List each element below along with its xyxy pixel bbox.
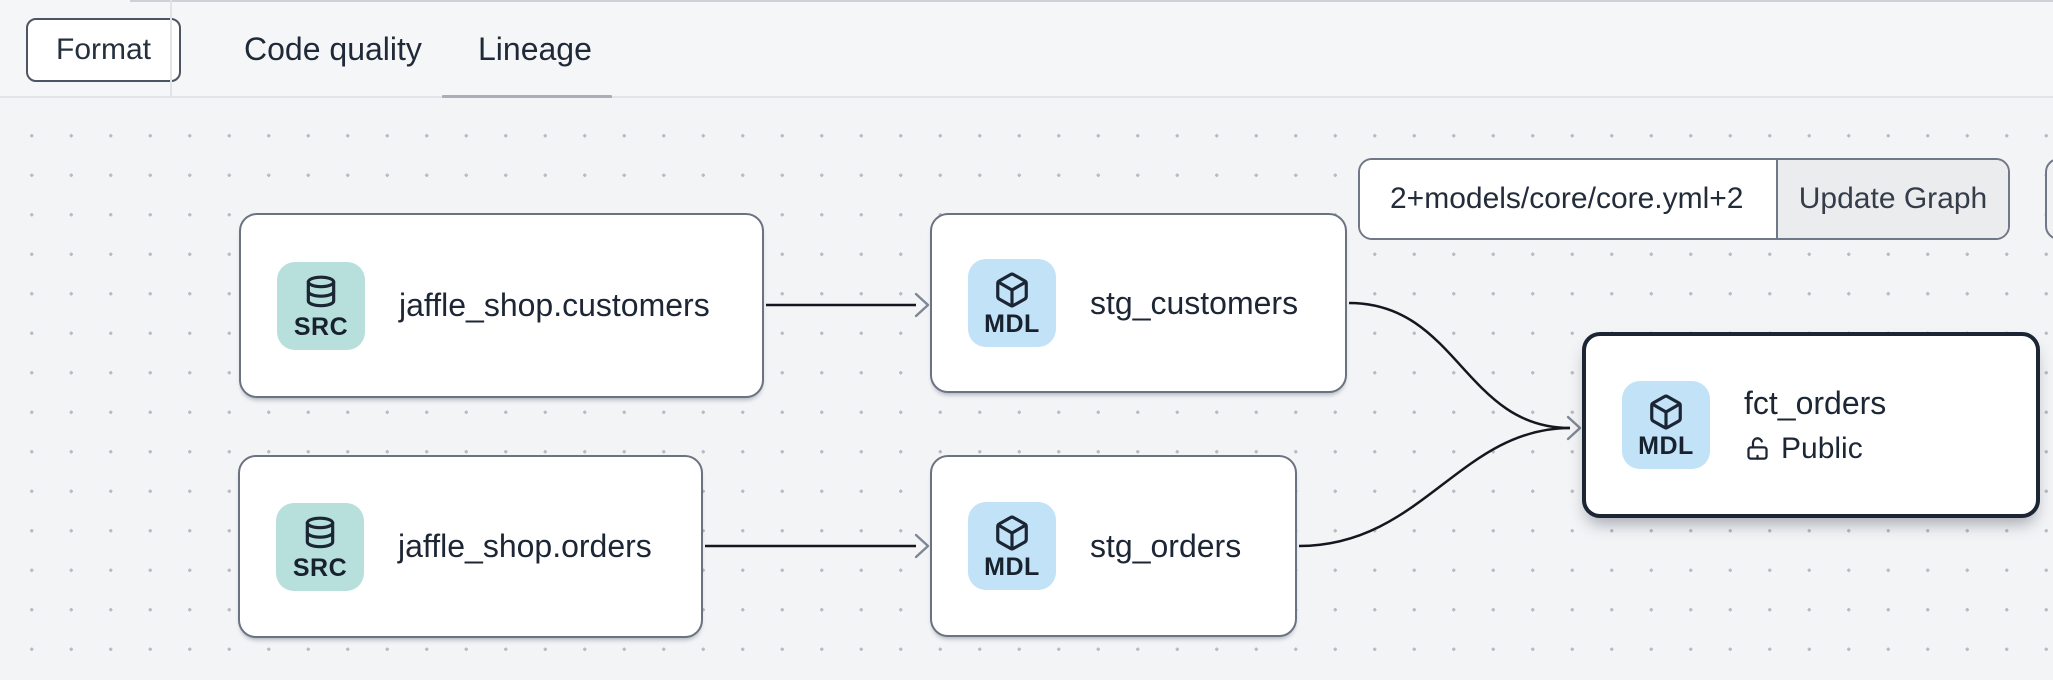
node-title: stg_customers bbox=[1090, 284, 1299, 321]
access-badge: Public bbox=[1744, 432, 1886, 466]
badge-label: MDL bbox=[984, 553, 1040, 581]
cube-icon bbox=[996, 515, 1028, 551]
node-model-stg-orders[interactable]: MDL stg_orders bbox=[930, 455, 1297, 637]
arrowhead-icon bbox=[914, 533, 930, 559]
lineage-edges bbox=[705, 292, 1582, 559]
arrowhead-icon bbox=[1566, 415, 1582, 441]
badge-label: SRC bbox=[293, 312, 349, 341]
source-badge: SRC bbox=[276, 502, 364, 591]
database-icon bbox=[306, 275, 336, 307]
cube-icon bbox=[1650, 394, 1682, 430]
node-title: stg_orders bbox=[1090, 527, 1242, 564]
graph-selector-input[interactable] bbox=[1360, 160, 1776, 238]
node-title: fct_orders bbox=[1744, 384, 1887, 421]
source-badge: SRC bbox=[277, 261, 365, 350]
toolbar: Format Code quality Lineage bbox=[0, 0, 2053, 102]
access-label: Public bbox=[1781, 431, 1863, 465]
node-model-fct-orders[interactable]: MDL fct_orders Public bbox=[1582, 332, 2040, 518]
badge-label: SRC bbox=[292, 553, 348, 582]
edge-stg-customers-to-fct bbox=[1348, 301, 1571, 430]
graph-selector-group: Update Graph bbox=[1358, 158, 2010, 240]
badge-label: MDL bbox=[1638, 432, 1694, 460]
toolbar-divider bbox=[170, 0, 172, 96]
panel-top-border bbox=[130, 0, 2053, 2]
edge-stg-orders-to-fct bbox=[1298, 426, 1571, 548]
format-button[interactable]: Format bbox=[26, 18, 182, 82]
node-title: jaffle_shop.orders bbox=[398, 528, 652, 564]
database-icon bbox=[305, 516, 335, 548]
node-title: jaffle_shop.customers bbox=[399, 287, 710, 323]
arrowhead-icon bbox=[914, 292, 930, 318]
unlock-icon bbox=[1747, 437, 1768, 460]
tab-lineage[interactable]: Lineage bbox=[478, 31, 592, 67]
node-model-stg-customers[interactable]: MDL stg_customers bbox=[930, 213, 1347, 393]
node-source-jaffle-shop-customers[interactable]: SRC jaffle_shop.customers bbox=[239, 213, 764, 398]
tab-code-quality[interactable]: Code quality bbox=[244, 31, 422, 67]
model-badge: MDL bbox=[1622, 381, 1710, 469]
model-badge: MDL bbox=[968, 502, 1056, 590]
clipped-right-button[interactable] bbox=[2045, 158, 2053, 240]
update-graph-button[interactable]: Update Graph bbox=[1776, 160, 2008, 238]
cube-icon bbox=[996, 272, 1028, 308]
node-source-jaffle-shop-orders[interactable]: SRC jaffle_shop.orders bbox=[238, 455, 703, 638]
lineage-canvas[interactable]: SRC jaffle_shop.customers MDL stg_custom… bbox=[0, 98, 2053, 680]
model-badge: MDL bbox=[968, 259, 1056, 347]
badge-label: MDL bbox=[984, 310, 1040, 338]
